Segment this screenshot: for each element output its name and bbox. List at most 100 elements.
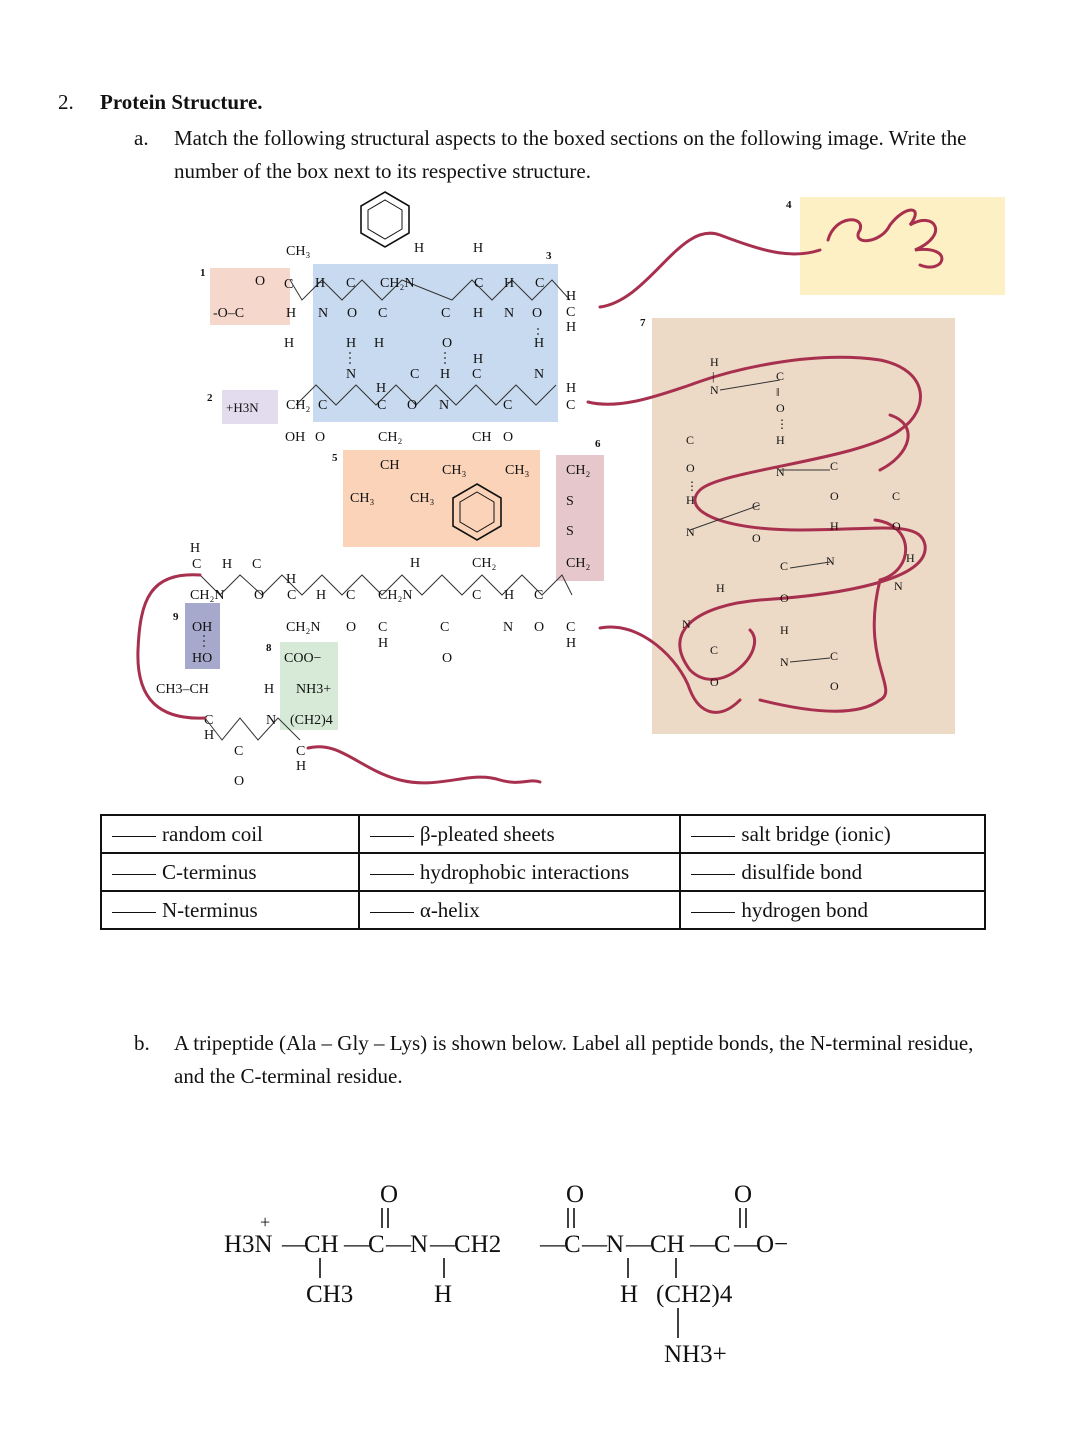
svg-text:H: H	[286, 306, 296, 321]
svg-text:H: H	[906, 551, 915, 565]
svg-text:(CH2)4: (CH2)4	[290, 713, 333, 728]
svg-text:N: N	[346, 367, 356, 382]
answer-blank[interactable]	[691, 911, 736, 913]
svg-text:C: C	[534, 588, 543, 603]
answer-blank[interactable]	[369, 835, 414, 837]
svg-text:O: O	[776, 401, 785, 415]
svg-text:H: H	[296, 759, 306, 774]
atom-c-2: C	[564, 1231, 581, 1258]
question-number: 2.	[58, 90, 74, 114]
answer-blank[interactable]	[369, 873, 414, 875]
svg-text:CH₂N: CH₂N	[190, 588, 224, 603]
svg-text:N: N	[439, 398, 449, 413]
sub-ch3: CH3	[306, 1281, 353, 1308]
svg-text:N: N	[682, 617, 691, 631]
svg-text:CH₃: CH₃	[442, 463, 466, 478]
middle-strand-backbone	[295, 384, 557, 406]
table-row: random coil β-pleated sheets salt bridge…	[100, 814, 986, 854]
atom-c-1: C	[368, 1231, 385, 1258]
svg-text:S: S	[566, 494, 574, 509]
atom-ch-2: CH	[650, 1231, 685, 1258]
svg-text:HO: HO	[192, 651, 212, 666]
svg-text:CH₂N: CH₂N	[286, 620, 320, 635]
atom-ch-1: CH	[304, 1231, 339, 1258]
answer-blank[interactable]	[112, 835, 156, 837]
protein-structure-figure: 1 2 3 4 5 6 7 8 9 -O–C +H3N CH₃ O C H C …	[136, 191, 1005, 789]
box-beta-sheet	[313, 264, 558, 422]
svg-text:C: C	[378, 306, 387, 321]
svg-text:CH₃: CH₃	[350, 491, 374, 506]
svg-text:H: H	[222, 557, 232, 572]
svg-text:C: C	[346, 588, 355, 603]
svg-text:O: O	[234, 774, 244, 789]
part-a-prompt: a. Match the following structural aspect…	[134, 122, 974, 188]
svg-text:H: H	[440, 367, 450, 382]
answer-blank[interactable]	[369, 911, 414, 913]
svg-text:—: —	[429, 1231, 456, 1258]
svg-text:C: C	[503, 398, 512, 413]
sub-nh3: NH3+	[664, 1341, 727, 1368]
svg-text:H: H	[376, 381, 386, 396]
svg-text:O: O	[752, 531, 761, 545]
bottom-strand-backbone	[204, 717, 301, 741]
svg-text:—: —	[343, 1231, 370, 1258]
table-cell: β-pleated sheets	[419, 821, 555, 846]
svg-text:CH3–CH: CH3–CH	[156, 682, 209, 697]
carbonyl-o-1: O	[380, 1181, 398, 1208]
part-b-label: b.	[134, 1031, 150, 1055]
answer-blank[interactable]	[112, 911, 156, 913]
svg-text:C: C	[472, 588, 481, 603]
svg-text:C: C	[252, 557, 261, 572]
table-cell: random coil	[162, 821, 263, 846]
carbonyl-o-3: O	[734, 1181, 752, 1208]
svg-text:C: C	[192, 557, 201, 572]
svg-text:N: N	[318, 306, 328, 321]
svg-text:H: H	[374, 336, 384, 351]
svg-text:C: C	[318, 398, 327, 413]
box-hydrophobic	[343, 450, 540, 547]
svg-text:CH₂N: CH₂N	[380, 276, 414, 291]
sub-h-1: H	[434, 1281, 452, 1308]
table-cell: hydrogen bond	[741, 897, 868, 922]
svg-text:NH3+: NH3+	[296, 682, 331, 697]
svg-text:O: O	[830, 489, 839, 503]
part-b-prompt: b. A tripeptide (Ala – Gly – Lys) is sho…	[134, 1027, 974, 1093]
svg-text:C: C	[378, 620, 387, 635]
svg-text:H: H	[830, 519, 839, 533]
svg-text:CH₂N: CH₂N	[378, 588, 412, 603]
svg-text:H: H	[534, 336, 544, 351]
svg-text:C: C	[710, 643, 718, 657]
svg-text:CH₂: CH₂	[566, 556, 590, 571]
answer-blank[interactable]	[691, 873, 736, 875]
svg-text:CH₃: CH₃	[410, 491, 434, 506]
box-n-terminus	[222, 390, 278, 424]
part-a-label: a.	[134, 126, 149, 150]
upper-strand-backbone	[289, 279, 571, 301]
svg-text:C: C	[566, 620, 575, 635]
svg-text:O: O	[710, 675, 719, 689]
svg-text:C: C	[287, 588, 296, 603]
tripeptide-structure: + H3N — CH — C — N — CH2 — C — N — CH — …	[224, 1181, 788, 1368]
atom-o-minus: O−	[756, 1231, 788, 1258]
svg-text:O: O	[407, 398, 417, 413]
benzene-ring-middle	[452, 483, 502, 541]
svg-text:H: H	[315, 276, 325, 291]
n-terminal-amine: H3N	[224, 1231, 273, 1258]
sub-ch2-4: (CH2)4	[656, 1281, 733, 1308]
svg-text:C: C	[535, 276, 544, 291]
svg-text:O: O	[442, 651, 452, 666]
svg-text:H: H	[284, 336, 294, 351]
svg-text:CH₂: CH₂	[378, 430, 402, 445]
svg-text:C: C	[566, 398, 575, 413]
svg-text:H: H	[566, 289, 576, 304]
svg-text:CH₂: CH₂	[566, 463, 590, 478]
svg-text:H: H	[776, 433, 785, 447]
answer-blank[interactable]	[112, 873, 156, 875]
answer-blank[interactable]	[691, 835, 736, 837]
box-c-terminus	[210, 268, 290, 325]
svg-text:CH₃: CH₃	[286, 244, 310, 259]
polypeptide-chain	[136, 208, 944, 785]
svg-text:O: O	[686, 461, 695, 475]
svg-text:H: H	[190, 541, 200, 556]
svg-text:N: N	[776, 465, 785, 479]
